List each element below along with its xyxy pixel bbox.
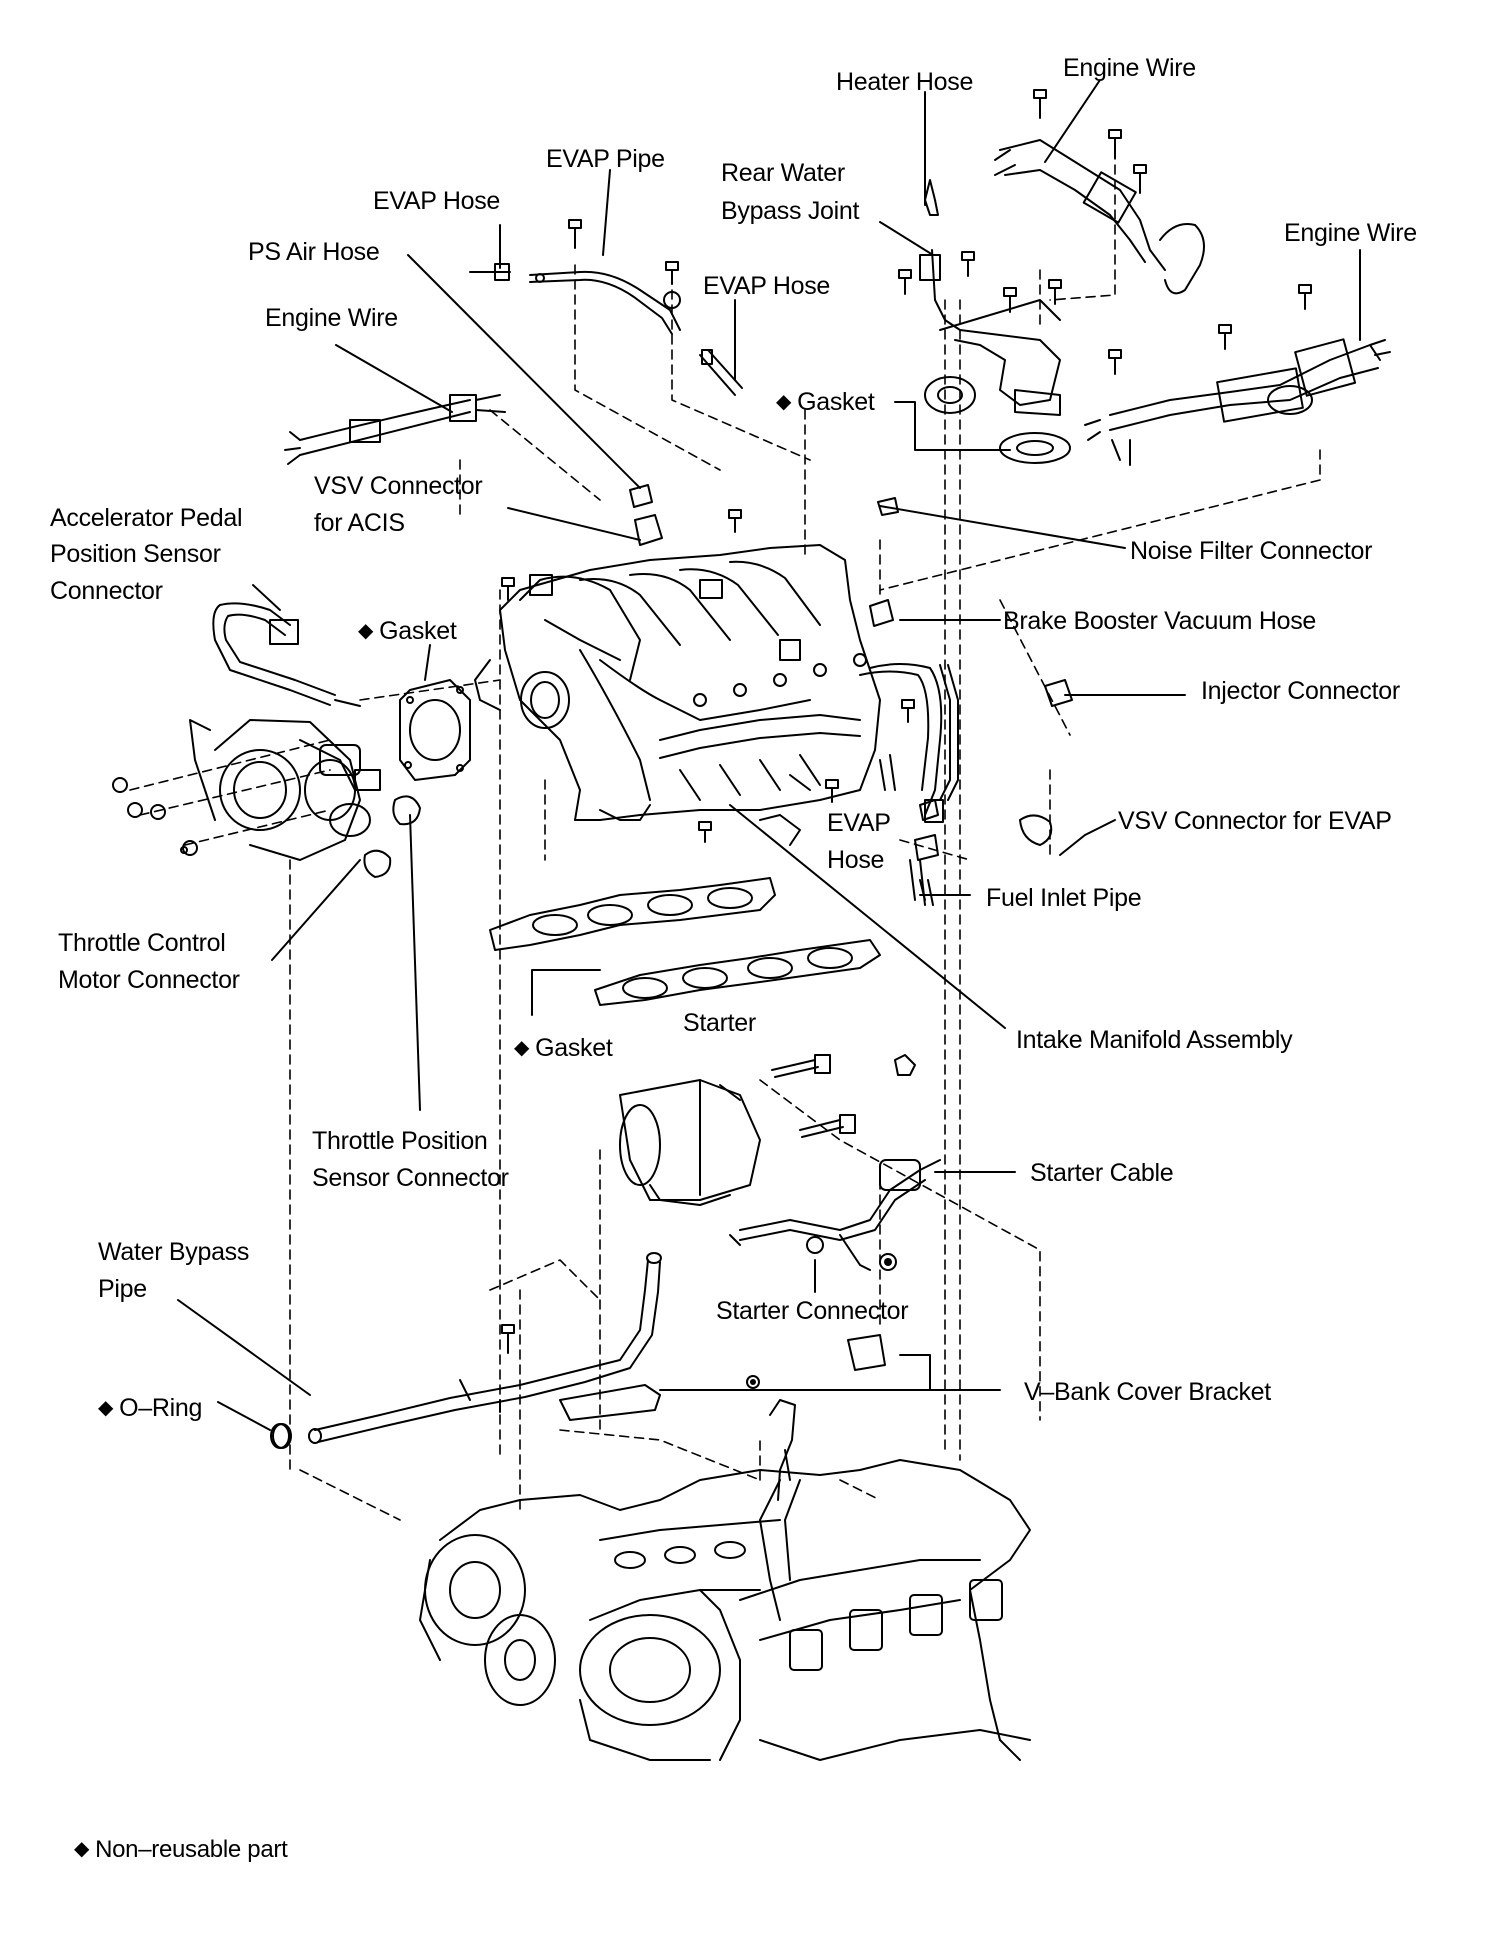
starter-part bbox=[619, 1054, 916, 1206]
label-evap-hose-bottom-line1: EVAP bbox=[827, 809, 891, 837]
bolts bbox=[112, 89, 1312, 1389]
label-gasket-manifold-text: Gasket bbox=[535, 1034, 613, 1062]
label-vsv-evap: VSV Connector for EVAP bbox=[1118, 807, 1392, 835]
label-noise-filter-connector: Noise Filter Connector bbox=[1130, 537, 1373, 565]
label-throttle-position-line1: Throttle Position bbox=[312, 1127, 488, 1155]
evap-pipe-part bbox=[469, 263, 743, 396]
label-gasket-manifold: ◆Gasket bbox=[514, 1030, 613, 1068]
label-engine-wire-top: Engine Wire bbox=[1063, 54, 1196, 82]
label-vsv-acis-line1: VSV Connector bbox=[314, 472, 483, 500]
label-throttle-position-line2: Sensor Connector bbox=[312, 1164, 509, 1192]
label-intake-manifold: Intake Manifold Assembly bbox=[1016, 1026, 1293, 1054]
label-vsv-acis-line2: for ACIS bbox=[314, 509, 405, 537]
label-o-ring-text: O–Ring bbox=[119, 1394, 203, 1422]
label-gasket-throttle-text: Gasket bbox=[379, 617, 457, 645]
engine-wire-left-part bbox=[284, 394, 506, 465]
label-water-bypass-line1: Water Bypass bbox=[98, 1238, 250, 1266]
label-injector-connector: Injector Connector bbox=[1201, 677, 1400, 705]
label-ps-air-hose: PS Air Hose bbox=[248, 238, 380, 266]
accelerator-wire-part bbox=[212, 602, 361, 707]
fuel-inlet-part bbox=[919, 664, 959, 906]
starter-cable-part bbox=[729, 1159, 941, 1271]
label-starter-cable: Starter Cable bbox=[1030, 1159, 1174, 1187]
label-evap-pipe: EVAP Pipe bbox=[546, 145, 665, 173]
engine-wire-top-part bbox=[994, 139, 1205, 295]
label-v-bank-cover-bracket: V–Bank Cover Bracket bbox=[1024, 1378, 1271, 1406]
leader-lines bbox=[177, 79, 1361, 1431]
label-throttle-control-line1: Throttle Control bbox=[58, 929, 226, 957]
non-reusable-marker: ◆ bbox=[776, 391, 792, 413]
label-starter-connector: Starter Connector bbox=[716, 1297, 909, 1325]
label-engine-wire-left: Engine Wire bbox=[265, 304, 398, 332]
manifold-gaskets-part bbox=[489, 877, 881, 1006]
v-bank-cover-bracket-part bbox=[559, 1334, 886, 1501]
label-gasket-top: ◆Gasket bbox=[776, 384, 875, 422]
engine-wire-right-part bbox=[1084, 338, 1391, 466]
non-reusable-marker: ◆ bbox=[74, 1838, 90, 1860]
label-o-ring: ◆O–Ring bbox=[98, 1390, 202, 1428]
legend-non-reusable-text: Non–reusable part bbox=[95, 1836, 288, 1863]
label-accel-line1: Accelerator Pedal bbox=[50, 504, 243, 532]
non-reusable-marker: ◆ bbox=[514, 1037, 530, 1059]
nuts bbox=[750, 1258, 892, 1385]
label-gasket-top-text: Gasket bbox=[797, 388, 875, 416]
non-reusable-marker: ◆ bbox=[98, 1397, 114, 1419]
water-bypass-pipe-part bbox=[272, 1252, 662, 1449]
throttle-gasket-part bbox=[399, 679, 471, 781]
engine-block-part bbox=[419, 1459, 1031, 1761]
label-evap-hose-top: EVAP Hose bbox=[373, 187, 500, 215]
label-engine-wire-right: Engine Wire bbox=[1284, 219, 1417, 247]
label-evap-hose-mid: EVAP Hose bbox=[703, 272, 830, 300]
o-ring-part bbox=[270, 1423, 290, 1449]
label-brake-booster: Brake Booster Vacuum Hose bbox=[1003, 607, 1317, 635]
label-accel-line2: Position Sensor bbox=[50, 540, 221, 568]
label-throttle-control-line2: Motor Connector bbox=[58, 966, 240, 994]
label-water-bypass-line2: Pipe bbox=[98, 1275, 147, 1303]
throttle-body-part bbox=[189, 719, 381, 861]
label-heater-hose: Heater Hose bbox=[836, 68, 974, 96]
label-rear-water-line2: Bypass Joint bbox=[721, 197, 860, 225]
connectors bbox=[363, 484, 1073, 906]
rear-water-bypass-joint-part bbox=[919, 179, 1071, 464]
label-evap-hose-bottom-line2: Hose bbox=[827, 846, 885, 874]
label-gasket-throttle: ◆Gasket bbox=[358, 613, 457, 651]
non-reusable-marker: ◆ bbox=[358, 620, 374, 642]
label-accel-line3: Connector bbox=[50, 577, 163, 605]
intake-manifold-part bbox=[474, 544, 943, 846]
legend-non-reusable: ◆Non–reusable part bbox=[74, 1832, 288, 1869]
label-fuel-inlet-pipe: Fuel Inlet Pipe bbox=[986, 884, 1142, 912]
label-starter: Starter bbox=[683, 1009, 756, 1037]
label-rear-water-line1: Rear Water bbox=[721, 159, 845, 187]
